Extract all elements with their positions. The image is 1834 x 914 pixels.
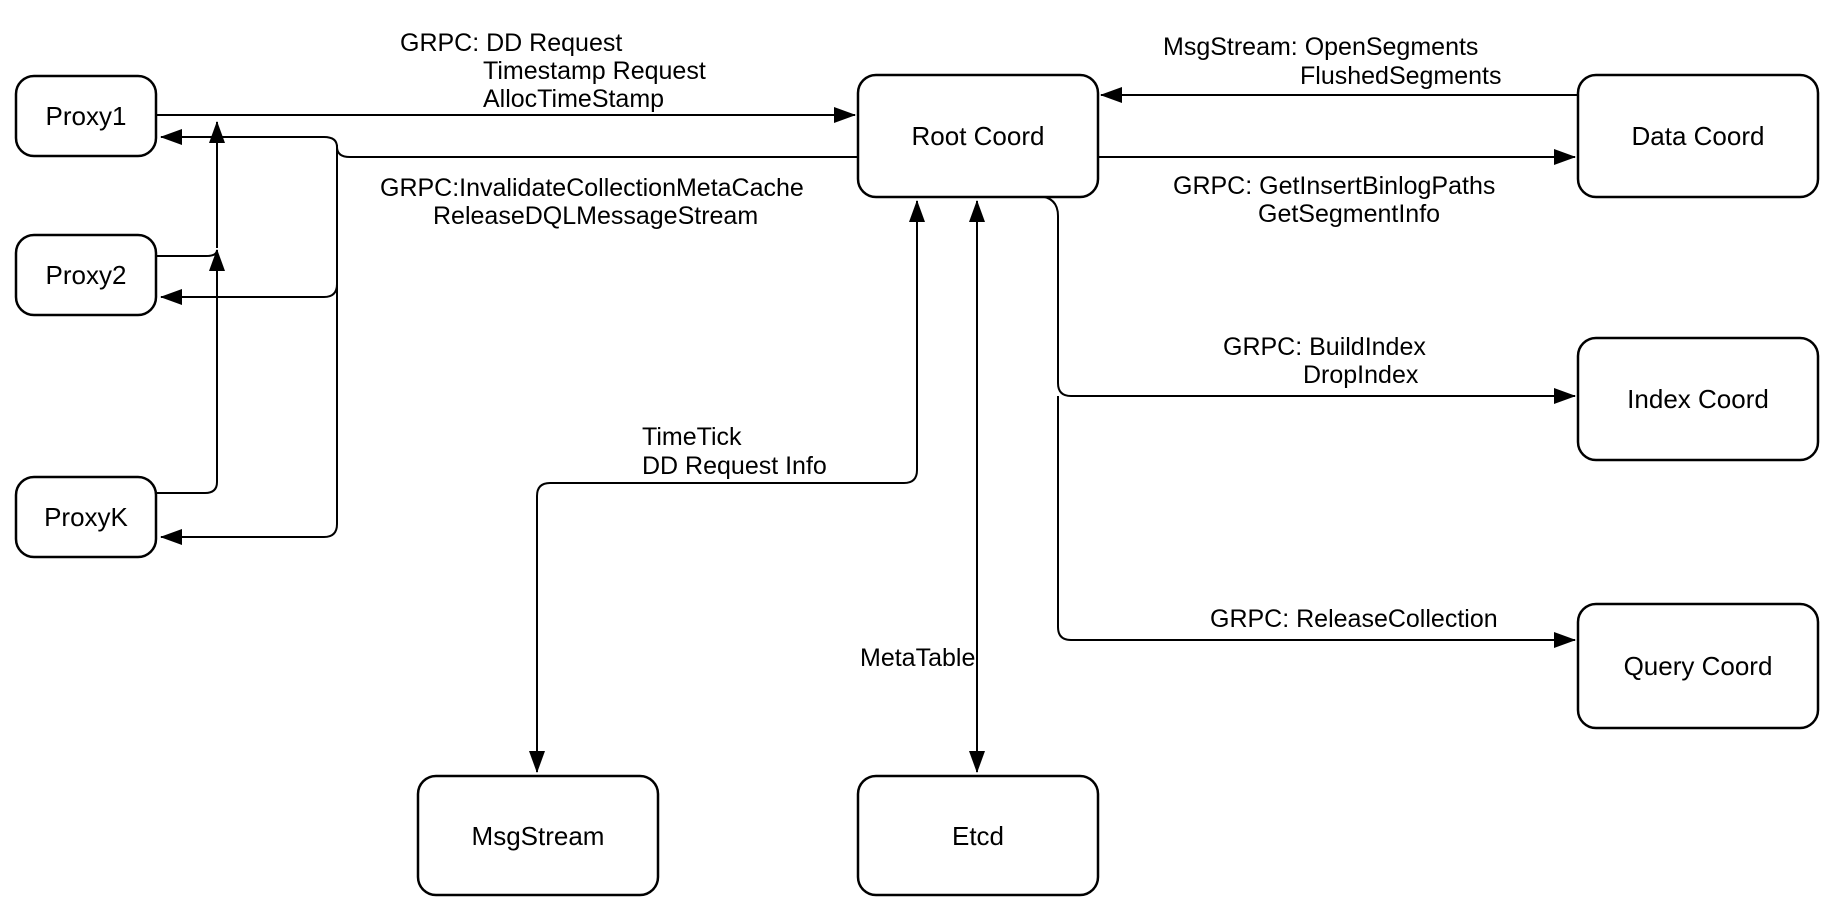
edge-root-coord-to-proxy1: [160, 129, 858, 158]
node-msgstream-label: MsgStream: [472, 821, 605, 851]
label-data-to-root-line1: MsgStream: OpenSegments: [1163, 33, 1478, 61]
label-proxy-to-root-line1: GRPC: DD Request: [400, 29, 622, 57]
node-query-coord-box: [1576, 602, 1820, 730]
node-msgstream-box: [416, 774, 660, 897]
node-index-coord-box: [1576, 336, 1820, 462]
edge-proxyk-merge: [157, 249, 225, 494]
label-proxy-to-root-line2: Timestamp Request: [483, 57, 706, 85]
node-proxy1: Proxy1: [14, 74, 158, 158]
node-root-coord-box: [856, 73, 1100, 199]
node-proxyk: ProxyK: [14, 475, 158, 559]
node-proxy1-box: [14, 74, 158, 158]
node-query-coord-label: Query Coord: [1624, 651, 1773, 681]
node-msgstream: MsgStream: [416, 774, 660, 897]
node-data-coord: Data Coord: [1576, 73, 1820, 199]
node-proxy2-label: Proxy2: [46, 260, 127, 290]
node-root-coord-label: Root Coord: [912, 121, 1045, 151]
node-index-coord-label: Index Coord: [1627, 384, 1769, 414]
edge-root-coord-to-query-coord: [1057, 396, 1576, 648]
node-root-coord: Root Coord: [856, 73, 1100, 199]
edge-proxy2-merge: [157, 249, 218, 257]
nodes: Proxy1 Proxy2 ProxyK Root Coord Data Coo…: [14, 73, 1820, 897]
label-root-to-query-line1: GRPC: ReleaseCollection: [1210, 605, 1498, 633]
label-root-to-index-line2: DropIndex: [1303, 361, 1419, 389]
node-etcd-box: [856, 774, 1100, 897]
node-proxy2: Proxy2: [14, 233, 158, 317]
label-data-to-root-line2: FlushedSegments: [1300, 62, 1502, 90]
label-root-to-proxies-line2: ReleaseDQLMessageStream: [433, 202, 758, 230]
node-data-coord-box: [1576, 73, 1820, 199]
label-proxy-to-root-line3: AllocTimeStamp: [483, 85, 664, 113]
node-proxy1-label: Proxy1: [46, 101, 127, 131]
label-root-to-data-line2: GetSegmentInfo: [1258, 200, 1440, 228]
label-root-to-msgstream-line1: TimeTick: [642, 423, 742, 451]
node-etcd: Etcd: [856, 774, 1100, 897]
node-proxyk-box: [14, 475, 158, 559]
edge-root-coord-to-proxy2: [160, 283, 338, 305]
label-root-to-data-line1: GRPC: GetInsertBinlogPaths: [1173, 172, 1495, 200]
node-index-coord: Index Coord: [1576, 336, 1820, 462]
node-proxyk-label: ProxyK: [44, 502, 128, 532]
node-etcd-label: Etcd: [952, 821, 1004, 851]
label-root-to-etcd: MetaTable: [860, 644, 975, 672]
label-root-to-proxies-line1: GRPC:InvalidateCollectionMetaCache: [380, 174, 804, 202]
edge-root-coord-to-index-coord: [1037, 195, 1576, 404]
edge-root-coord-msgstream: [529, 200, 925, 773]
edge-labels: GRPC: DD Request Timestamp Request Alloc…: [380, 29, 1502, 672]
edge-root-coord-to-proxyk: [160, 145, 338, 545]
label-root-to-index-line1: GRPC: BuildIndex: [1223, 333, 1426, 361]
edges: [156, 87, 1578, 773]
node-query-coord: Query Coord: [1576, 602, 1820, 730]
node-proxy2-box: [14, 233, 158, 317]
node-data-coord-label: Data Coord: [1632, 121, 1765, 151]
label-root-to-msgstream-line2: DD Request Info: [642, 452, 827, 480]
